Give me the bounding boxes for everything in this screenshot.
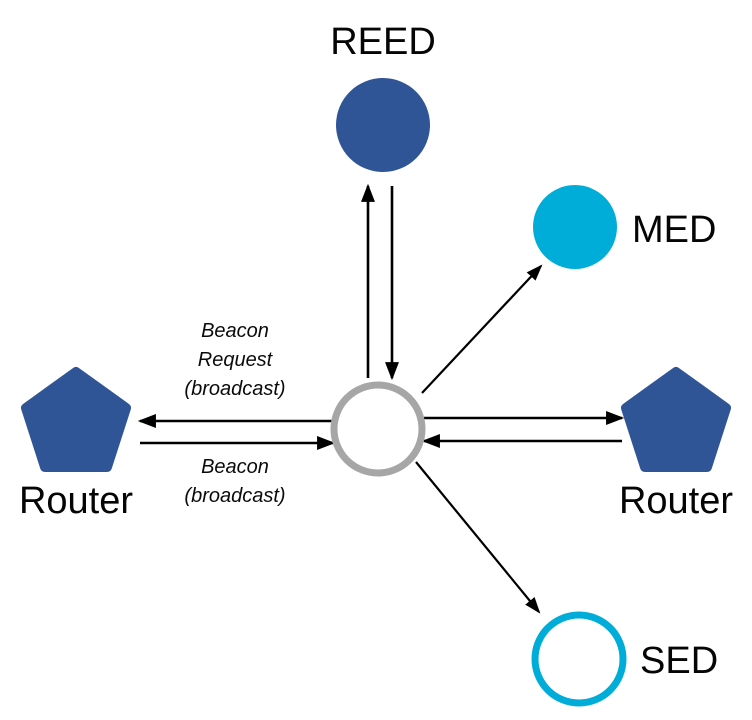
edge-label-beacon-request: Beacon Request (broadcast) <box>184 320 285 400</box>
edge-label-line: Beacon <box>201 320 269 342</box>
edge-label-line: (broadcast) <box>184 485 285 507</box>
node-router-left-label: Router <box>19 480 133 522</box>
edge-group <box>137 183 625 614</box>
node-center-shape <box>330 381 426 477</box>
node-router-right-label: Router <box>619 480 733 522</box>
node-reed-label: REED <box>330 21 436 63</box>
node-reed-shape <box>336 78 430 172</box>
edge-label-beacon: Beacon (broadcast) <box>184 456 285 507</box>
edge-center-to-sed <box>415 461 541 614</box>
node-med-shape <box>533 185 617 269</box>
node-med-label: MED <box>632 209 716 251</box>
edge-label-line: Request <box>198 349 274 371</box>
edge-label-line: (broadcast) <box>184 378 285 400</box>
node-sed-label: SED <box>640 640 718 682</box>
node-router-right-shape <box>621 367 731 472</box>
node-router-left-shape <box>21 367 131 472</box>
edge-label-line: Beacon <box>201 456 269 478</box>
edge-center-to-med <box>421 264 543 394</box>
node-sed-shape <box>531 611 627 707</box>
